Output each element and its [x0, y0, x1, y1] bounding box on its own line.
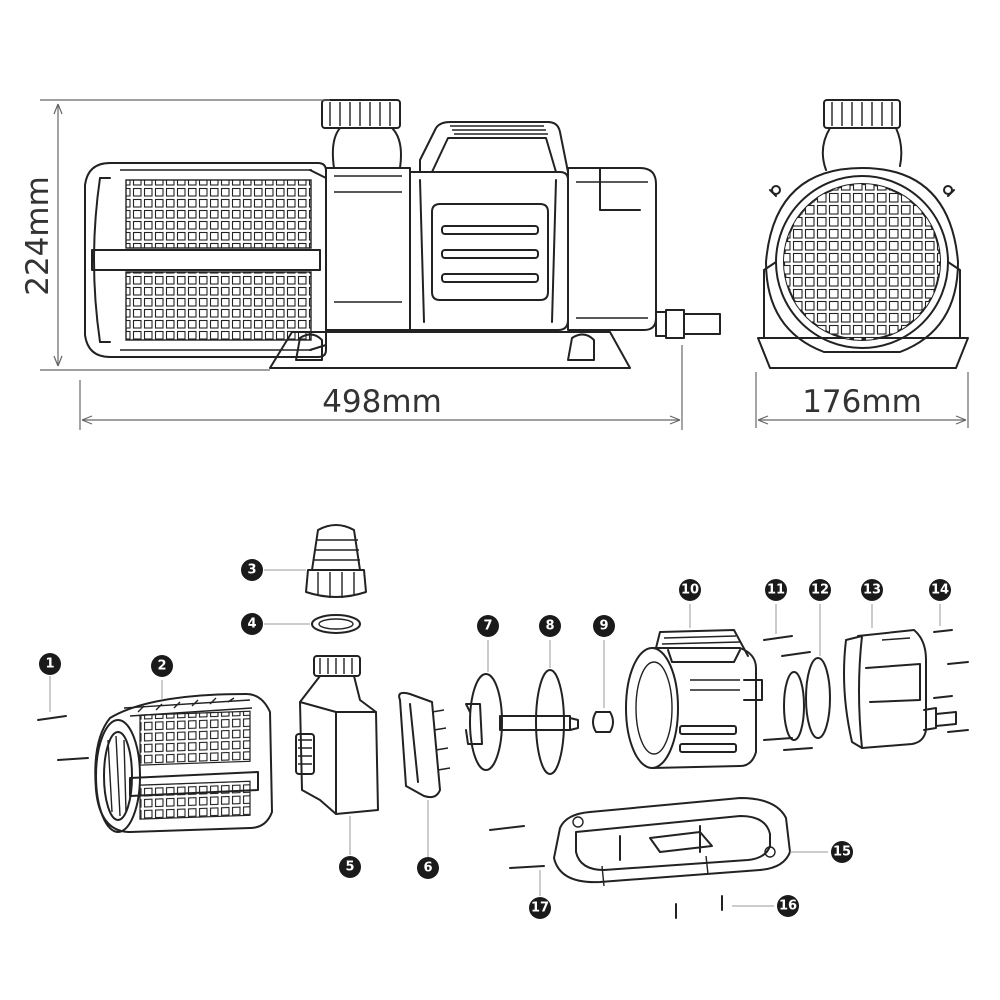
front-view: 176mm: [755, 99, 969, 428]
svg-text:11: 11: [767, 583, 785, 598]
part-7-impeller: [465, 673, 579, 771]
part-8-gasket: [535, 669, 565, 775]
callout-11: 11: [765, 579, 787, 601]
svg-text:13: 13: [863, 583, 881, 598]
svg-text:4: 4: [247, 617, 256, 632]
part-15-base: [553, 797, 791, 887]
callout-2: 2: [151, 655, 173, 677]
callout-6: 6: [417, 857, 439, 879]
part-4-o-ring: [311, 614, 361, 634]
callout-14: 14: [929, 579, 951, 601]
part-17-screws: [489, 825, 545, 869]
callout-5: 5: [339, 856, 361, 878]
callout-10: 10: [679, 579, 701, 601]
callout-12: 12: [809, 579, 831, 601]
leader-lines: [49, 569, 941, 907]
part-5-pump-housing: [295, 655, 379, 815]
part-1-screws: [37, 715, 89, 761]
callout-9: 9: [593, 615, 615, 637]
callout-3: 3: [241, 559, 263, 581]
svg-text:12: 12: [811, 583, 829, 598]
callout-17: 17: [529, 897, 551, 919]
width-dimension: 176mm: [802, 384, 922, 420]
svg-text:9: 9: [599, 619, 608, 634]
callout-1: 1: [39, 653, 61, 675]
part-12-o-rings: [783, 657, 831, 741]
part-14-screws: [933, 629, 969, 733]
svg-text:6: 6: [423, 861, 432, 876]
part-9-bearing: [592, 711, 614, 733]
part-10-motor: [625, 629, 763, 769]
height-dimension: 224mm: [20, 176, 56, 296]
svg-text:5: 5: [345, 860, 354, 875]
part-2-filter-cage: [94, 693, 273, 833]
svg-text:1: 1: [45, 657, 54, 672]
part-6-impeller-cover: [398, 691, 451, 799]
callout-4: 4: [241, 613, 263, 635]
svg-text:2: 2: [157, 659, 166, 674]
callout-8: 8: [539, 615, 561, 637]
svg-text:17: 17: [531, 901, 549, 916]
callout-13: 13: [861, 579, 883, 601]
exploded-view: 1 2 3 4 5 6 7 8 9 10 11 12 13 14 15 16 1…: [37, 524, 969, 919]
side-view: 224mm 498mm: [20, 99, 721, 430]
callout-7: 7: [477, 615, 499, 637]
svg-text:16: 16: [779, 899, 797, 914]
part-3-hose-adapter: [305, 524, 367, 598]
length-dimension: 498mm: [322, 384, 442, 420]
svg-text:14: 14: [931, 583, 949, 598]
part-13-rear-cap: [843, 629, 957, 749]
svg-text:15: 15: [833, 845, 851, 860]
part-16-screws: [675, 895, 723, 919]
svg-text:3: 3: [247, 563, 256, 578]
svg-text:10: 10: [681, 583, 699, 598]
callout-15: 15: [831, 841, 853, 863]
part-11-screws: [763, 635, 813, 751]
svg-text:8: 8: [545, 619, 554, 634]
callout-16: 16: [777, 895, 799, 917]
svg-text:7: 7: [483, 619, 492, 634]
